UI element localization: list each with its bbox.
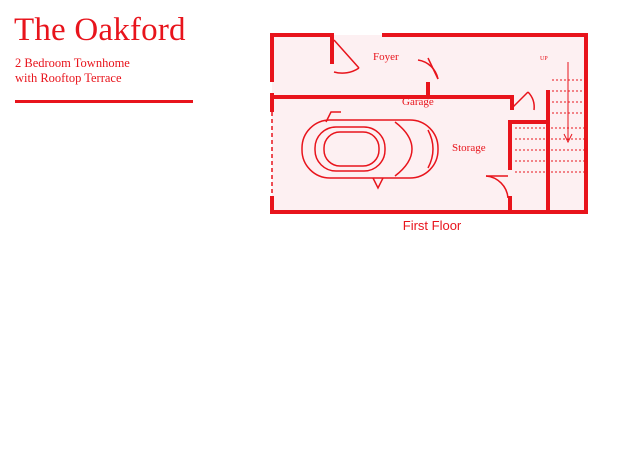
walls xyxy=(270,33,588,214)
subtitle-line-2: with Rooftop Terrace xyxy=(15,71,122,85)
subtitle: 2 Bedroom Townhome with Rooftop Terrace xyxy=(15,56,130,86)
room-label-foyer: Foyer xyxy=(373,51,399,63)
title-underline xyxy=(15,100,193,103)
floor-label: First Floor xyxy=(402,218,462,233)
doors xyxy=(333,39,535,199)
room-label-storage: Storage xyxy=(452,142,486,154)
page-title: The Oakford xyxy=(14,12,186,48)
room-label-garage: Garage xyxy=(402,96,434,108)
car-icon xyxy=(301,111,439,190)
stair-up-label: UP xyxy=(540,56,548,62)
stairs xyxy=(515,62,586,173)
subtitle-line-1: 2 Bedroom Townhome xyxy=(15,56,130,70)
